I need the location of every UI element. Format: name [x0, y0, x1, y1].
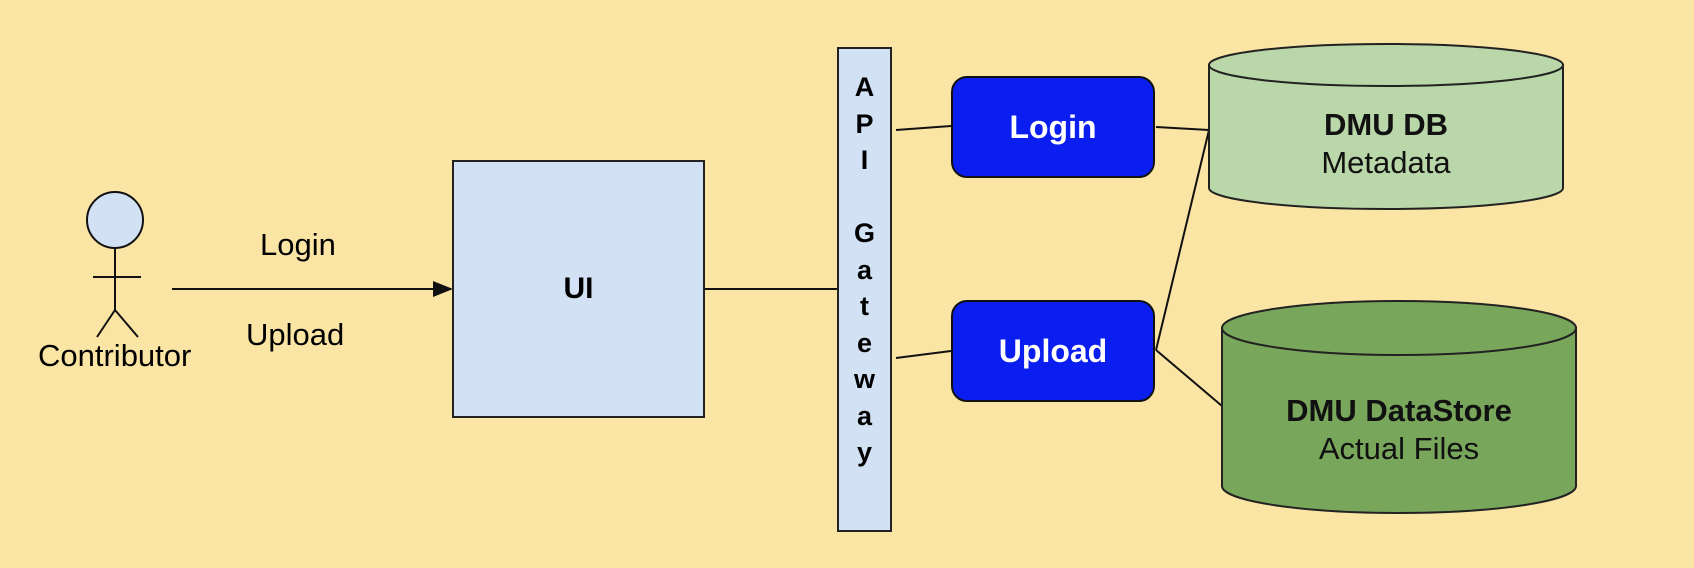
gateway-to-login-line [895, 125, 952, 131]
gateway-to-upload-line [895, 350, 952, 359]
actor-head [86, 191, 144, 249]
login-service-label: Login [1009, 108, 1097, 145]
api-gateway-letter: I [860, 145, 869, 175]
actor-right-leg [114, 309, 139, 338]
dmu-datastore-cylinder [1221, 300, 1577, 514]
api-gateway-letter: y [856, 437, 873, 467]
api-gateway-letter: A [854, 72, 875, 102]
dmu-datastore-body [1221, 327, 1577, 514]
api-gateway-letter: e [856, 327, 873, 358]
api-gateway-letter: t [860, 291, 869, 321]
upload-service-button[interactable]: Upload [951, 300, 1155, 402]
api-gateway-letter: w [853, 364, 875, 394]
dmu-datastore-label: DMU DataStore Actual Files [1222, 392, 1576, 468]
login-service-button[interactable]: Login [951, 76, 1155, 178]
flow-label-login: Login [260, 227, 336, 262]
login-to-db-line [1155, 126, 1210, 131]
api-gateway-letter: G [853, 218, 875, 248]
dmu-db-cylinder [1208, 43, 1564, 210]
upload-to-datastore-line [1155, 349, 1223, 407]
ui-component-box[interactable]: UI [452, 160, 705, 418]
ui-component-label: UI [563, 272, 594, 305]
dmu-datastore-title: DMU DataStore [1286, 393, 1512, 428]
dmu-db-title: DMU DB [1324, 107, 1448, 142]
actor-figure [86, 191, 144, 338]
api-gateway-letter: a [856, 400, 873, 431]
dmu-db-top [1208, 43, 1564, 87]
actor-label: Contributor [38, 338, 192, 373]
upload-to-db-line [1155, 129, 1210, 351]
dmu-db-subtitle: Metadata [1321, 145, 1451, 180]
dmu-datastore-subtitle: Actual Files [1318, 431, 1480, 466]
upload-service-label: Upload [998, 332, 1108, 369]
dmu-db-body [1208, 64, 1564, 210]
dmu-datastore-top [1221, 300, 1577, 356]
flow-label-upload: Upload [246, 317, 345, 352]
dmu-db-label: DMU DB Metadata [1209, 106, 1563, 182]
api-gateway-letter: P [855, 108, 874, 139]
api-gateway-letter: a [856, 254, 873, 285]
actor-left-leg [96, 309, 116, 338]
